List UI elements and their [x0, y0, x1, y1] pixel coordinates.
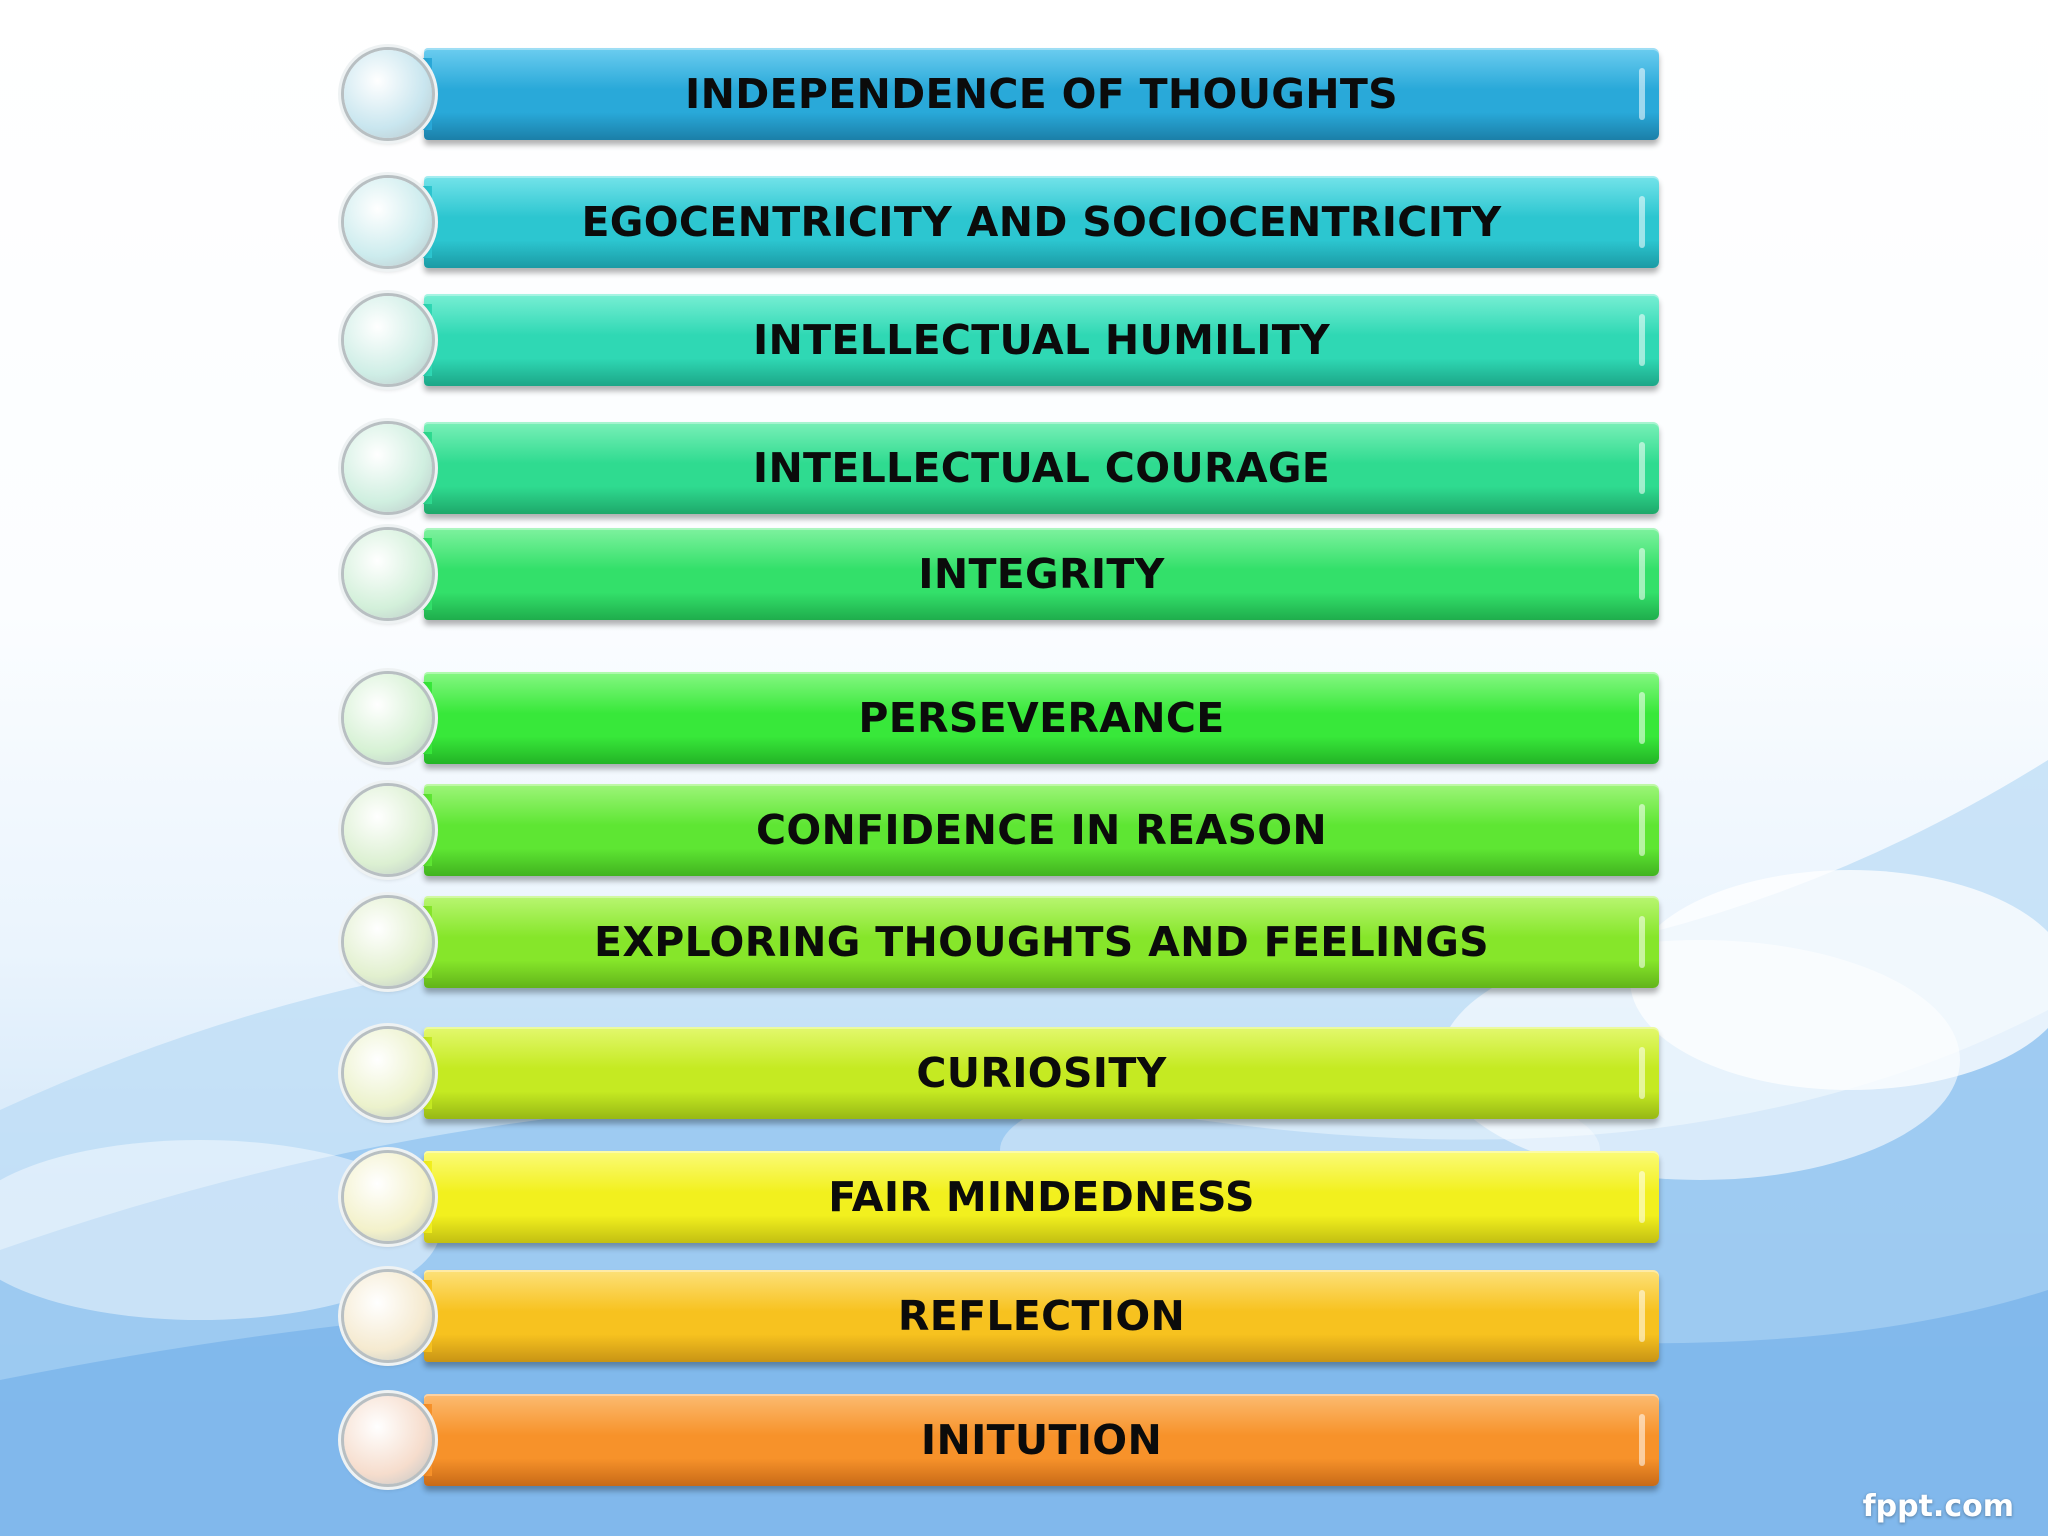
- trait-bar: CONFIDENCE IN REASON: [424, 784, 1659, 876]
- trait-row: INTEGRITY: [344, 528, 1664, 624]
- trait-bar: INDEPENDENCE OF THOUGHTS: [424, 48, 1659, 140]
- bubble-icon: [344, 786, 432, 874]
- trait-bar: EGOCENTRICITY AND SOCIOCENTRICITY: [424, 176, 1659, 268]
- bubble-icon: [344, 50, 432, 138]
- bubble-icon: [344, 1396, 432, 1484]
- trait-row: PERSEVERANCE: [344, 672, 1664, 768]
- trait-row: EXPLORING THOUGHTS AND FEELINGS: [344, 896, 1664, 992]
- brand-watermark: fppt.com: [1862, 1489, 2014, 1524]
- trait-bar: FAIR MINDEDNESS: [424, 1151, 1659, 1243]
- trait-label: INTELLECTUAL HUMILITY: [752, 316, 1331, 364]
- trait-bar: INTEGRITY: [424, 528, 1659, 620]
- trait-row: INTELLECTUAL COURAGE: [344, 422, 1664, 518]
- bubble-icon: [344, 898, 432, 986]
- trait-label: INITUTION: [920, 1416, 1163, 1464]
- trait-bar: INTELLECTUAL HUMILITY: [424, 294, 1659, 386]
- trait-bar: INTELLECTUAL COURAGE: [424, 422, 1659, 514]
- trait-row: FAIR MINDEDNESS: [344, 1151, 1664, 1247]
- bubble-icon: [344, 1029, 432, 1117]
- trait-row: INDEPENDENCE OF THOUGHTS: [344, 48, 1664, 144]
- trait-label: PERSEVERANCE: [858, 694, 1225, 742]
- bubble-icon: [344, 296, 432, 384]
- bubble-icon: [344, 178, 432, 266]
- bubble-icon: [344, 1272, 432, 1360]
- trait-bar: PERSEVERANCE: [424, 672, 1659, 764]
- bubble-icon: [344, 674, 432, 762]
- trait-row: CURIOSITY: [344, 1027, 1664, 1123]
- bubble-icon: [344, 424, 432, 512]
- trait-row: EGOCENTRICITY AND SOCIOCENTRICITY: [344, 176, 1664, 272]
- trait-label: EGOCENTRICITY AND SOCIOCENTRICITY: [581, 198, 1502, 246]
- bubble-icon: [344, 1153, 432, 1241]
- trait-row: INITUTION: [344, 1394, 1664, 1490]
- trait-label: EXPLORING THOUGHTS AND FEELINGS: [594, 918, 1489, 966]
- trait-label: CURIOSITY: [916, 1049, 1167, 1097]
- trait-label: INTEGRITY: [918, 550, 1165, 598]
- trait-row: CONFIDENCE IN REASON: [344, 784, 1664, 880]
- trait-bar: INITUTION: [424, 1394, 1659, 1486]
- trait-label: CONFIDENCE IN REASON: [755, 806, 1328, 854]
- trait-label: INTELLECTUAL COURAGE: [752, 444, 1331, 492]
- trait-bar: CURIOSITY: [424, 1027, 1659, 1119]
- trait-label: FAIR MINDEDNESS: [828, 1173, 1255, 1221]
- trait-bar: EXPLORING THOUGHTS AND FEELINGS: [424, 896, 1659, 988]
- trait-row: REFLECTION: [344, 1270, 1664, 1366]
- trait-bar: REFLECTION: [424, 1270, 1659, 1362]
- bubble-icon: [344, 530, 432, 618]
- trait-label: REFLECTION: [897, 1292, 1186, 1340]
- trait-label: INDEPENDENCE OF THOUGHTS: [685, 70, 1398, 118]
- trait-row: INTELLECTUAL HUMILITY: [344, 294, 1664, 390]
